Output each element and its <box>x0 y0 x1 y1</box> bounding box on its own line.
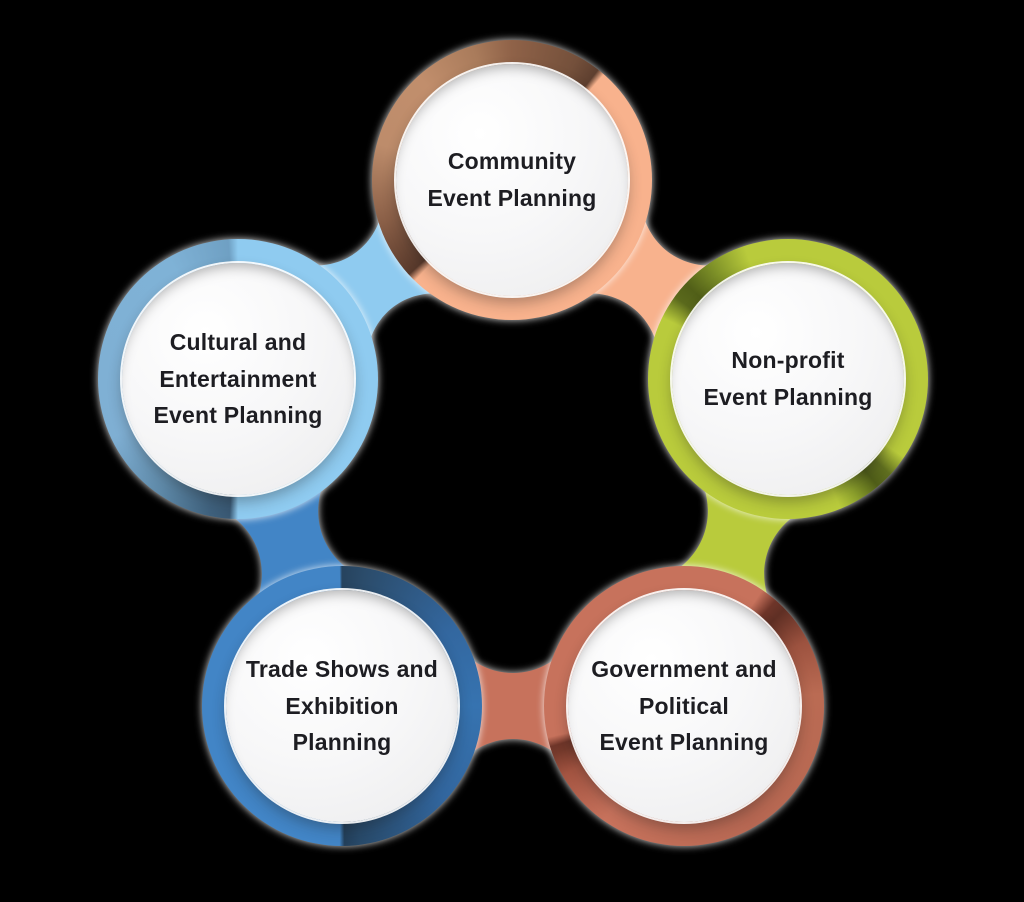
government-core: Government and Political Event Planning <box>568 590 800 822</box>
node-nonprofit: Non-profit Event Planning <box>648 239 928 519</box>
community-core: Community Event Planning <box>396 64 628 296</box>
node-label-community: Community Event Planning <box>427 148 597 211</box>
connector-community-nonprofit <box>555 183 745 376</box>
tradeshows-core: Trade Shows and Exhibition Planning <box>226 590 458 822</box>
cultural-core: Cultural and Entertainment Event Plannin… <box>122 263 354 495</box>
connector-cultural-community <box>281 184 469 375</box>
node-cultural: Cultural and Entertainment Event Plannin… <box>98 239 378 519</box>
node-label-tradeshows: Trade Shows and Exhibition Planning <box>245 655 439 756</box>
node-label-nonprofit: Non-profit Event Planning <box>703 347 873 410</box>
node-community: Community Event Planning <box>372 40 652 320</box>
nonprofit-core: Non-profit Event Planning <box>672 263 904 495</box>
node-label-cultural: Cultural and Entertainment Event Plannin… <box>153 328 323 429</box>
node-label-government: Government and Political Event Planning <box>591 655 777 756</box>
node-government: Government and Political Event Planning <box>544 566 824 846</box>
connector-government-tradeshows <box>448 634 578 778</box>
node-tradeshows: Trade Shows and Exhibition Planning <box>202 566 482 846</box>
